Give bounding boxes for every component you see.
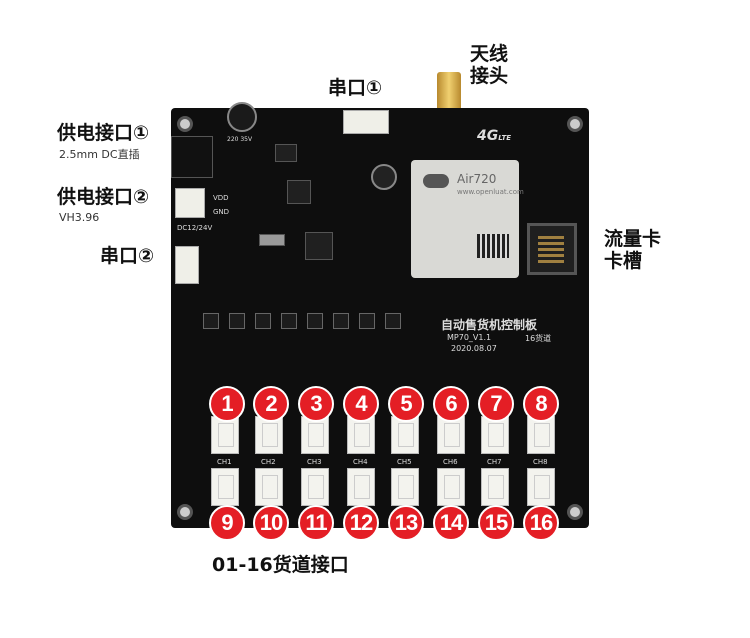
- mount-hole-tr: [567, 116, 583, 132]
- channel-connector-13: [391, 468, 419, 506]
- channel-badge-6: 6: [433, 386, 469, 422]
- board-model: MP70_V1.1: [447, 333, 492, 342]
- label-sim: 流量卡 卡槽: [604, 228, 661, 272]
- label-antenna: 天线 接头: [470, 43, 508, 87]
- label-antenna-line1: 天线: [470, 43, 509, 65]
- channel-badge-5: 5: [388, 386, 424, 422]
- lte-module-air720: Air720 www.openluat.com: [411, 160, 524, 278]
- board-channels: 16货道: [525, 334, 552, 343]
- channel-connector-12: [347, 468, 375, 506]
- ch-label: CH1: [217, 458, 232, 466]
- lte-logo-lte: LTE: [498, 134, 512, 142]
- channel-connector-4: [347, 416, 375, 454]
- channel-badge-8: 8: [523, 386, 559, 422]
- mount-hole-bl: [177, 504, 193, 520]
- channel-badge-14: 14: [433, 505, 469, 541]
- channel-badge-16: 16: [523, 505, 559, 541]
- gnd-label: GND: [213, 208, 230, 216]
- mosfet: [359, 313, 375, 329]
- mcu-chip: [305, 232, 333, 260]
- channel-badge-9: 9: [209, 505, 245, 541]
- vh-power-connector: [175, 188, 205, 218]
- inductor: [287, 180, 311, 204]
- ch-label: CH3: [307, 458, 322, 466]
- ch-label: CH7: [487, 458, 502, 466]
- ch-label: CH6: [443, 458, 458, 466]
- channel-badge-11: 11: [298, 505, 334, 541]
- channel-connector-9: [211, 468, 239, 506]
- mosfet: [333, 313, 349, 329]
- channel-connector-5: [391, 416, 419, 454]
- mount-hole-tl: [177, 116, 193, 132]
- label-power2-sub: VH3.96: [59, 211, 100, 224]
- uart1-connector: [343, 110, 389, 134]
- label-uart1: 串口①: [328, 77, 383, 99]
- channel-connector-15: [481, 468, 509, 506]
- label-power1-sub: 2.5mm DC直插: [59, 148, 140, 161]
- regulator-chip: [275, 144, 297, 162]
- channel-connector-16: [527, 468, 555, 506]
- module-logo: [423, 174, 449, 188]
- mosfet: [307, 313, 323, 329]
- cap-label: 220 35V: [227, 136, 253, 143]
- mount-hole-br: [567, 504, 583, 520]
- channel-connector-11: [301, 468, 329, 506]
- channel-badge-12: 12: [343, 505, 379, 541]
- ch-label: CH5: [397, 458, 412, 466]
- channel-badge-1: 1: [209, 386, 245, 422]
- channel-badge-15: 15: [478, 505, 514, 541]
- label-sim-line1: 流量卡: [604, 228, 662, 250]
- capacitor-2: [371, 164, 397, 190]
- voltage-label: DC12/24V: [177, 224, 213, 232]
- label-channels: 01-16货道接口: [212, 554, 349, 576]
- mosfet: [281, 313, 297, 329]
- channel-badge-7: 7: [478, 386, 514, 422]
- label-power1: 供电接口①: [57, 122, 150, 144]
- capacitor-220uf: [227, 102, 257, 132]
- module-site: www.openluat.com: [457, 188, 524, 196]
- label-power2: 供电接口②: [57, 186, 150, 208]
- mosfet: [255, 313, 271, 329]
- channel-connector-14: [437, 468, 465, 506]
- ch-label: CH8: [533, 458, 548, 466]
- module-brand: Air720: [457, 172, 497, 186]
- board-title: 自动售货机控制板: [441, 318, 538, 332]
- channel-badge-2: 2: [253, 386, 289, 422]
- dc-jack: [171, 136, 213, 178]
- label-antenna-line2: 接头: [470, 65, 509, 87]
- pcb-board: 220 35V VDD GND DC12/24V 4GLTE 自动售货机控制板 …: [171, 102, 589, 528]
- channel-connector-6: [437, 416, 465, 454]
- sim-card-slot: [527, 223, 577, 275]
- channel-badge-3: 3: [298, 386, 334, 422]
- channel-connector-3: [301, 416, 329, 454]
- lte-logo-4g: 4G: [477, 128, 499, 144]
- channel-badge-13: 13: [388, 505, 424, 541]
- vdd-label: VDD: [213, 194, 229, 202]
- module-qr-code: [477, 234, 509, 258]
- label-uart2: 串口②: [100, 245, 155, 267]
- channel-connector-8: [527, 416, 555, 454]
- label-sim-line2: 卡槽: [604, 250, 643, 272]
- ch-label: CH2: [261, 458, 276, 466]
- mosfet: [385, 313, 401, 329]
- ch-label: CH4: [353, 458, 368, 466]
- channel-connector-10: [255, 468, 283, 506]
- crystal: [259, 234, 285, 246]
- lte-logo: 4GLTE: [477, 128, 511, 144]
- channel-badge-4: 4: [343, 386, 379, 422]
- channel-connector-2: [255, 416, 283, 454]
- board-date: 2020.08.07: [451, 344, 497, 353]
- channel-badge-10: 10: [253, 505, 289, 541]
- uart2-connector: [175, 246, 199, 284]
- mosfet: [203, 313, 219, 329]
- mosfet: [229, 313, 245, 329]
